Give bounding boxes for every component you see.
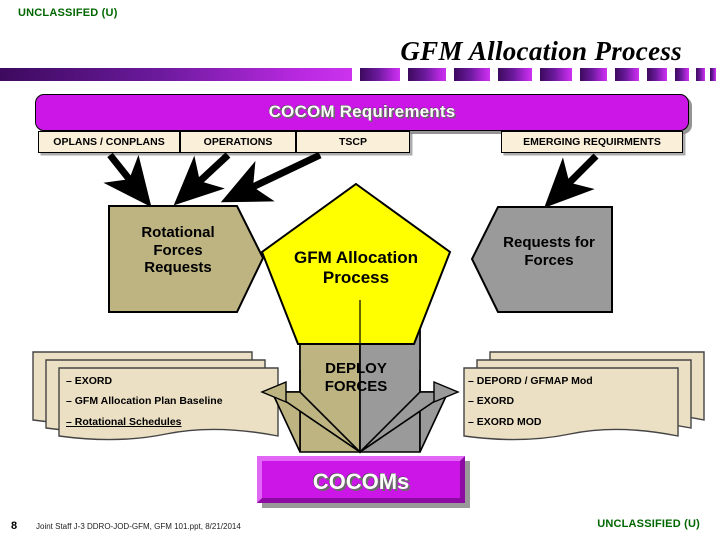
- document-list-item: – Rotational Schedules: [66, 415, 182, 428]
- document-stack-right: [463, 351, 705, 441]
- arrow-emerging-to-requests: [544, 153, 599, 208]
- document-list-item: – EXORD MOD: [468, 415, 542, 428]
- cocoms-result-box: COCOMs: [257, 456, 465, 503]
- source-box-label: TSCP: [338, 136, 367, 148]
- document-list-left: – EXORD – GFM Allocation Plan Baseline –…: [66, 371, 223, 432]
- source-box-oplans-conplans: OPLANS / CONPLANS: [38, 131, 180, 153]
- source-box-tscp: TSCP: [296, 131, 410, 153]
- arrow-operations-to-rotational: [173, 152, 231, 206]
- document-stack-left: [32, 351, 279, 441]
- document-list-item: – EXORD: [66, 375, 113, 387]
- rotational-forces-requests-shape: [108, 205, 265, 313]
- slide-number: 8: [11, 520, 18, 532]
- title-divider-rule: [0, 68, 720, 81]
- page-title: GFM Allocation Process: [400, 36, 682, 66]
- source-box-operations: OPERATIONS: [180, 131, 296, 153]
- source-box-label: EMERGING REQUIRMENTS: [523, 136, 661, 148]
- gfm-allocation-process-shape: [260, 182, 452, 345]
- cocom-requirements-banner: COCOM Requirements: [35, 94, 689, 131]
- document-list-right: – DEPORD / GFMAP Mod – EXORD – EXORD MOD: [468, 371, 593, 432]
- document-list-item: – DEPORD / GFMAP Mod: [468, 375, 593, 387]
- connector-arrow-to-right-docs: [433, 380, 460, 404]
- classification-marking-bottom: UNCLASSIFIED (U): [597, 518, 700, 530]
- arrow-oplans-to-rotational: [103, 152, 152, 208]
- source-box-emerging-requirements: EMERGING REQUIRMENTS: [501, 131, 683, 153]
- document-list-item: – EXORD: [468, 395, 515, 408]
- cocom-requirements-label: COCOM Requirements: [268, 102, 456, 121]
- source-box-label: OPLANS / CONPLANS: [53, 136, 165, 148]
- source-box-label: OPERATIONS: [203, 136, 273, 148]
- footer-source-text: Joint Staff J-3 DDRO-JOD-GFM, GFM 101.pp…: [36, 522, 241, 531]
- document-list-item: – GFM Allocation Plan Baseline: [66, 395, 223, 408]
- connector-arrow-to-left-docs: [260, 380, 287, 404]
- classification-marking-top: UNCLASSIFED (U): [18, 7, 118, 19]
- arrow-tscp-to-rotational: [220, 151, 322, 203]
- cocoms-result-label: COCOMs: [312, 469, 410, 494]
